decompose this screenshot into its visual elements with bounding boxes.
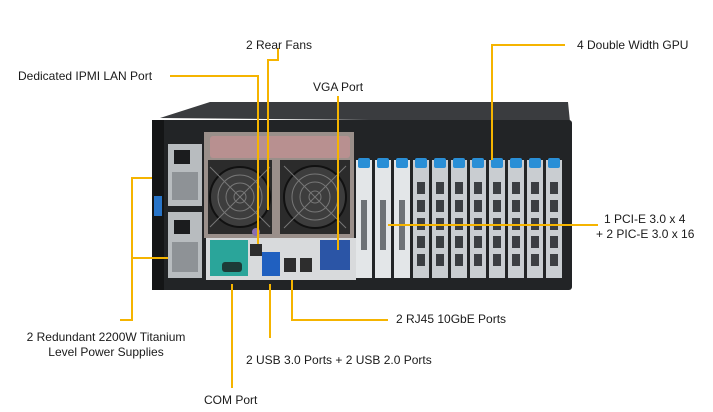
slot-vent xyxy=(550,200,558,212)
label-psu-2: Level Power Supplies xyxy=(48,345,164,359)
slot-latch-5 xyxy=(434,158,446,168)
leader-rj45 xyxy=(291,280,388,321)
slot-vent xyxy=(493,182,501,194)
label-com: COM Port xyxy=(204,393,258,407)
slot-vent xyxy=(436,200,444,212)
label-rear-fans: 2 Rear Fans xyxy=(245,38,313,52)
fan-housing-top xyxy=(210,136,350,158)
label-pcie-2: + 2 PIC-E 3.0 x 16 xyxy=(596,227,695,241)
usb-ports xyxy=(262,252,280,276)
fan-grill-lines xyxy=(209,165,347,229)
psu-2-socket xyxy=(174,220,190,234)
label-psu-1: 2 Redundant 2200W Titanium xyxy=(26,330,186,344)
slot-vent xyxy=(512,236,520,248)
slot-vent xyxy=(455,254,463,266)
leader-psu xyxy=(120,177,152,321)
leader-lines xyxy=(120,44,598,388)
slot-vent xyxy=(493,254,501,266)
slot-vent xyxy=(531,200,539,212)
slot-vent xyxy=(512,254,520,266)
psu-1-vent xyxy=(172,172,198,200)
slot-vent xyxy=(493,236,501,248)
ipmi-lan-port xyxy=(250,244,262,256)
slot-latch-1 xyxy=(358,158,370,168)
label-rj45: 2 RJ45 10GbE Ports xyxy=(396,312,507,326)
slot-latch-7 xyxy=(472,158,484,168)
slot-vent xyxy=(417,182,425,194)
slot-vent xyxy=(436,254,444,266)
io-panel xyxy=(206,228,356,280)
com-port-connector xyxy=(222,262,242,272)
slot-latch-8 xyxy=(491,158,503,168)
slot-vent xyxy=(455,182,463,194)
slot-latch-10 xyxy=(529,158,541,168)
slot-latch-2 xyxy=(377,158,389,168)
slot-vent xyxy=(550,236,558,248)
rj45-port-2 xyxy=(300,258,312,272)
expansion-slot-group xyxy=(356,158,562,278)
chassis-top-panel xyxy=(160,102,570,122)
slot-latch-9 xyxy=(510,158,522,168)
slot-vent xyxy=(474,200,482,212)
psu-1-socket xyxy=(174,150,190,164)
slot-vent xyxy=(493,200,501,212)
slot-vent xyxy=(436,182,444,194)
psu-release-handle xyxy=(154,196,162,216)
leader-ipmi xyxy=(170,75,259,244)
slot-vent xyxy=(512,182,520,194)
leader-gpu xyxy=(491,44,565,160)
label-ipmi: Dedicated IPMI LAN Port xyxy=(18,69,153,83)
slot-vent xyxy=(417,236,425,248)
slot-vent xyxy=(455,200,463,212)
slot-vent xyxy=(455,236,463,248)
leader-rear-fans xyxy=(267,48,279,210)
slot-vent xyxy=(474,236,482,248)
slot-latch-4 xyxy=(415,158,427,168)
slot-vent xyxy=(474,254,482,266)
slot-latch-6 xyxy=(453,158,465,168)
slot-vent xyxy=(417,200,425,212)
slot-vent xyxy=(531,254,539,266)
slot-latch-3 xyxy=(396,158,408,168)
slot-vent xyxy=(417,254,425,266)
slot-vent xyxy=(550,182,558,194)
slot-vent xyxy=(436,236,444,248)
slot-cutout xyxy=(361,200,367,250)
slot-cutout xyxy=(380,200,386,250)
power-supply-bay xyxy=(154,144,202,278)
label-usb: 2 USB 3.0 Ports + 2 USB 2.0 Ports xyxy=(246,353,432,367)
rj45-port-1 xyxy=(284,258,296,272)
label-pcie-1: 1 PCI-E 3.0 x 4 xyxy=(604,212,686,226)
slot-vent xyxy=(531,182,539,194)
slot-vent xyxy=(474,182,482,194)
slot-vent xyxy=(531,236,539,248)
label-vga: VGA Port xyxy=(313,80,364,94)
fan-housing xyxy=(204,132,354,238)
label-gpu: 4 Double Width GPU xyxy=(577,38,689,52)
slot-latch-11 xyxy=(548,158,560,168)
slot-vent xyxy=(512,200,520,212)
vga-port-connector xyxy=(320,240,350,270)
psu-2-vent xyxy=(172,242,198,272)
slot-vent xyxy=(550,254,558,266)
